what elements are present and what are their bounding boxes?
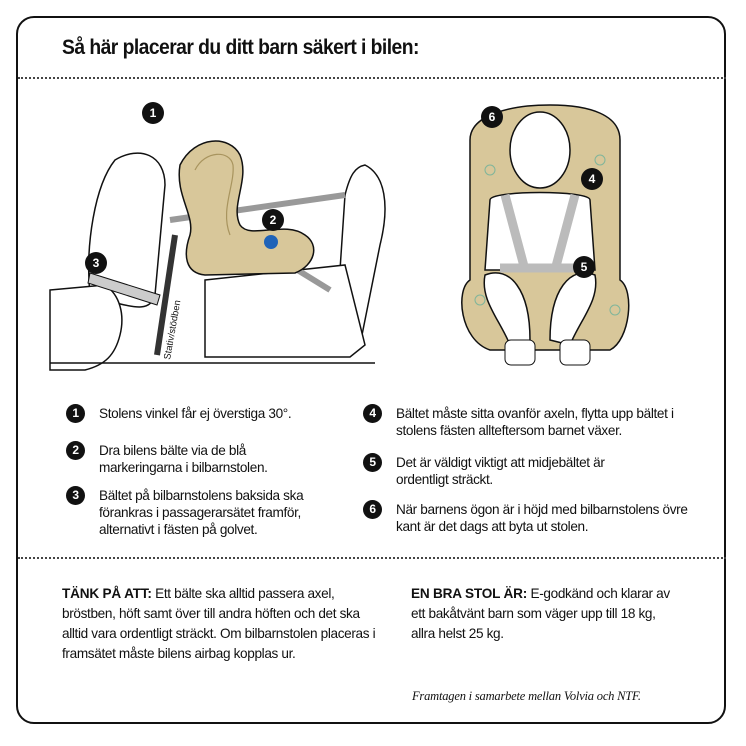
good-seat-text: E-godkänd och klarar av ett bakåtvänt ba… <box>411 586 670 641</box>
callout-1 <box>142 102 164 124</box>
number-badge: 2 <box>66 441 85 460</box>
svg-text:3: 3 <box>93 256 100 270</box>
svg-text:5: 5 <box>581 260 588 274</box>
instruction-text: Det är väldigt viktigt att midjebältet ä… <box>396 455 605 487</box>
rear-tether-strap <box>87 272 161 306</box>
front-seat-back <box>87 152 166 308</box>
callout-2 <box>262 209 284 231</box>
credit-line: Framtagen i samarbete mellan Volvia och … <box>412 689 641 703</box>
divider-top <box>18 77 726 79</box>
infographic-frame <box>16 16 726 724</box>
blue-belt-marker <box>264 235 278 249</box>
instruction-text: Bältet måste sitta ovanför axeln, flytta… <box>396 406 674 438</box>
svg-text:1: 1 <box>150 106 157 120</box>
child-seat-shell <box>178 140 315 276</box>
tips-paragraph: TÄNK PÅ ATT: Ett bälte ska alltid passer… <box>62 584 382 664</box>
callout-6 <box>481 106 503 128</box>
rear-seat-cushion <box>204 264 366 358</box>
instruction-text: Dra bilens bälte via de blå markeringarn… <box>99 443 268 475</box>
svg-text:2: 2 <box>270 213 277 227</box>
svg-text:6: 6 <box>489 110 496 124</box>
pattern-dot <box>484 164 496 176</box>
instruction-text: När barnens ögon är i höjd med bilbarnst… <box>396 502 688 534</box>
tips-text: Ett bälte ska alltid passera axel, bröst… <box>62 586 376 661</box>
good-seat-label: EN BRA STOL ÄR: <box>411 586 528 601</box>
front-seat-cushion <box>49 284 123 371</box>
child-foot-left <box>504 339 536 366</box>
child-head <box>509 111 571 189</box>
divider-bottom <box>18 557 726 559</box>
number-badge: 1 <box>66 404 85 423</box>
pattern-dot <box>609 304 621 316</box>
tips-label: TÄNK PÅ ATT: <box>62 586 152 601</box>
harness-straps <box>500 193 580 273</box>
pattern-dot <box>474 294 486 306</box>
callout-4 <box>581 168 603 190</box>
instruction-item-1: 1 Stolens vinkel får ej överstiga 30°. <box>66 404 336 423</box>
child-foot-right <box>559 339 591 366</box>
number-badge: 6 <box>363 500 382 519</box>
number-badge: 5 <box>363 453 382 472</box>
callout-3 <box>85 252 107 274</box>
forward-facing-child-illustration: 6 4 5 <box>461 104 630 366</box>
number-badge: 4 <box>363 404 382 423</box>
page-title: Så här placerar du ditt barn säkert i bi… <box>62 36 419 59</box>
number-badge: 3 <box>66 486 85 505</box>
pattern-dot <box>594 154 606 166</box>
svg-text:4: 4 <box>589 172 596 186</box>
instruction-text: Bältet på bilbarnstolens baksida ska för… <box>99 488 304 537</box>
instruction-item-5: 5 Det är väldigt viktigt att midjebältet… <box>363 453 643 488</box>
instruction-item-4: 4 Bältet måste sitta ovanför axeln, flyt… <box>363 404 693 439</box>
support-leg <box>154 234 178 356</box>
instruction-item-6: 6 När barnens ögon är i höjd med bilbarn… <box>363 500 693 535</box>
callout-5 <box>573 256 595 278</box>
child-seat-padding <box>194 153 234 236</box>
instruction-text: Stolens vinkel får ej överstiga 30°. <box>99 406 292 421</box>
instruction-item-2: 2 Dra bilens bälte via de blå markeringa… <box>66 441 296 476</box>
rear-facing-seat-illustration: Stativ/stödben 1 2 3 <box>49 102 386 371</box>
good-seat-paragraph: EN BRA STOL ÄR: E-godkänd och klarar av … <box>411 584 676 644</box>
instruction-item-3: 3 Bältet på bilbarnstolens baksida ska f… <box>66 486 326 538</box>
